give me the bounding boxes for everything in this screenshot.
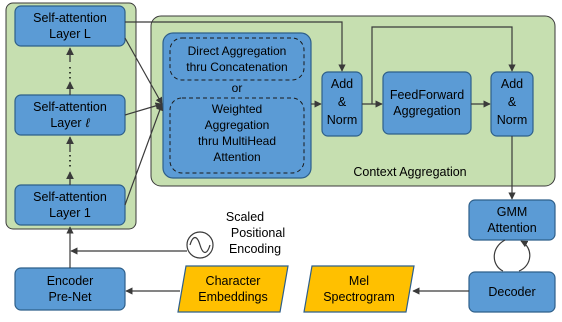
- residual-to-add-norm-1: [125, 21, 346, 72]
- self-attention-layer-1: Self-attention Layer 1: [14, 184, 126, 226]
- direct-aggregation-line1: Direct Aggregation: [188, 44, 287, 58]
- arrow-1-to-aggregation: [124, 103, 164, 206]
- feedforward-aggregation: FeedForward Aggregation: [382, 71, 472, 135]
- direct-aggregation-line2: thru Concatenation: [186, 60, 287, 74]
- feedforward-line1: FeedForward: [390, 88, 464, 102]
- mel-line1: Mel: [349, 274, 369, 288]
- encoder-prenet: Encoder Pre-Net: [14, 267, 126, 311]
- mel-line2: Spectrogram: [323, 290, 395, 304]
- positional-line3: Encoding: [229, 242, 281, 256]
- direct-aggregation-box: [169, 37, 305, 81]
- prenet-line1: Encoder: [47, 274, 94, 288]
- positional-line1: Scaled: [226, 210, 264, 224]
- gmm-line1: GMM: [497, 205, 528, 219]
- decoder: Decoder: [468, 271, 556, 313]
- add-norm-2-line3: Norm: [497, 113, 528, 127]
- layer-l-symbol: ℓ: [86, 116, 91, 130]
- context-aggregation-title: Context Aggregation: [353, 165, 466, 179]
- gmm-attention: GMM Attention: [468, 199, 556, 241]
- or-label: or: [232, 81, 243, 95]
- layer-1-line1: Self-attention: [33, 190, 107, 204]
- weighted-line3: thru MultiHead: [198, 134, 276, 148]
- weighted-line2: Aggregation: [205, 118, 270, 132]
- layer-l-line1: Self-attention: [33, 100, 107, 114]
- layer-L-line2: Layer L: [49, 27, 91, 41]
- char-line1: Character: [206, 274, 261, 288]
- decoder-label: Decoder: [488, 285, 535, 299]
- ellipsis-upper: ⋮: [63, 64, 77, 80]
- add-norm-2: Add & Norm: [490, 71, 534, 137]
- self-attention-layer-L: Self-attention Layer L: [14, 5, 126, 47]
- arrow-L-to-aggregation: [124, 37, 163, 105]
- gmm-line2: Attention: [487, 221, 536, 235]
- add-norm-2-line1: Add: [501, 77, 523, 91]
- residual-to-add-norm-2: [371, 26, 516, 104]
- mel-spectrogram: Mel Spectrogram: [303, 265, 415, 313]
- add-norm-1-line3: Norm: [327, 113, 358, 127]
- positional-encoding-icon: [186, 231, 214, 259]
- weighted-line1: Weighted: [212, 102, 262, 116]
- layer-1-line2: Layer 1: [49, 206, 91, 220]
- add-norm-1-line2: &: [338, 95, 347, 109]
- add-norm-1: Add & Norm: [321, 71, 363, 137]
- char-line2: Embeddings: [198, 290, 268, 304]
- character-embeddings: Character Embeddings: [177, 265, 289, 313]
- weighted-line4: Attention: [213, 150, 260, 164]
- layer-L-line1: Self-attention: [33, 11, 107, 25]
- positional-line2: Positional: [231, 226, 285, 240]
- arrow-l-to-aggregation: [124, 102, 163, 116]
- ellipsis-lower: ⋮: [63, 152, 77, 168]
- add-norm-1-line1: Add: [331, 77, 353, 91]
- prenet-line2: Pre-Net: [48, 290, 92, 304]
- gmm-decoder-loop: [493, 240, 531, 272]
- layer-l-word: Layer: [50, 116, 81, 130]
- add-norm-2-line2: &: [508, 95, 517, 109]
- feedforward-line2: Aggregation: [393, 104, 460, 118]
- weighted-aggregation-box: [169, 97, 305, 174]
